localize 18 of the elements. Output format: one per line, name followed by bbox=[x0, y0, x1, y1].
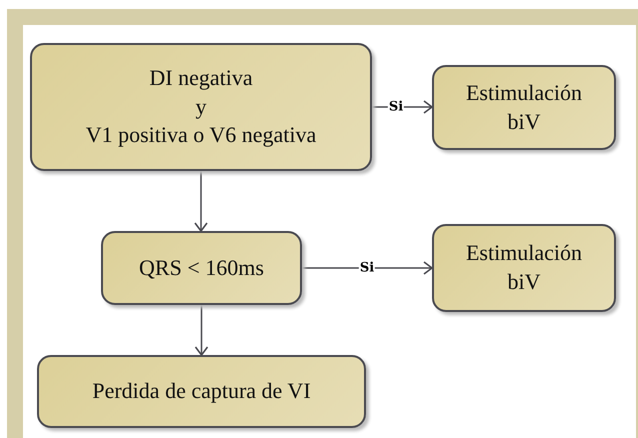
box-text: y bbox=[196, 92, 206, 121]
arrow bbox=[372, 100, 433, 114]
process-box bbox=[432, 65, 616, 150]
process-box bbox=[30, 43, 372, 171]
box-text: DI negativa bbox=[149, 64, 253, 92]
process-box bbox=[101, 231, 302, 305]
edge-label: Si bbox=[388, 100, 404, 114]
box-text: V1 positiva o V6 negativa bbox=[86, 121, 316, 150]
box-text: Perdida de captura de VI bbox=[92, 377, 311, 406]
box-text: Estimulación biV bbox=[464, 78, 584, 136]
arrow bbox=[194, 171, 208, 232]
arrow bbox=[194, 305, 208, 356]
process-box bbox=[37, 355, 366, 428]
edge-label: Si bbox=[358, 262, 376, 274]
process-box bbox=[432, 224, 616, 312]
box-text: QRS < 160ms bbox=[139, 254, 264, 282]
box-text: Estimulación biV bbox=[464, 239, 584, 296]
arrow bbox=[302, 261, 433, 275]
